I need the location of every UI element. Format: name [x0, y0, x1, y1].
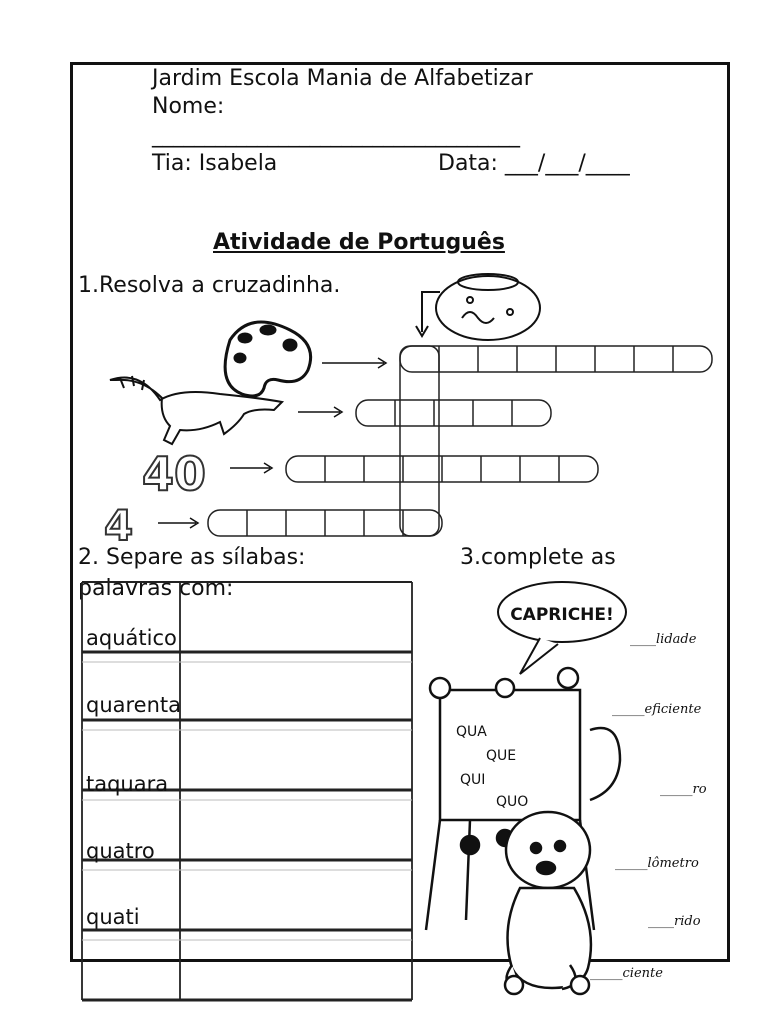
fill-word-6[interactable]: _____ciente: [590, 966, 663, 981]
speech-bubble: CAPRICHE!: [497, 581, 627, 675]
coati-icon: [109, 375, 285, 446]
crossword-grid[interactable]: [207, 345, 713, 537]
word-taquara: taquara: [86, 772, 169, 796]
crossword-column[interactable]: [399, 345, 440, 537]
svg-text:QUO: QUO: [496, 794, 528, 810]
svg-text:40: 40: [142, 447, 206, 501]
fishbowl-icon: [415, 273, 541, 341]
svg-text:4: 4: [104, 501, 133, 550]
q3-instruction: 3.complete as: [460, 545, 616, 570]
crossword-row-2[interactable]: [355, 399, 552, 427]
dog-character-icon: [503, 726, 622, 996]
fill-word-5[interactable]: ____rido: [648, 914, 701, 929]
svg-text:QUI: QUI: [460, 772, 485, 788]
fill-word-1[interactable]: ____lidade: [630, 632, 697, 647]
paint-palette-icon: [223, 320, 313, 398]
fill-word-2[interactable]: _____eficiente: [612, 702, 702, 717]
svg-text:QUA: QUA: [456, 724, 487, 740]
fill-word-4[interactable]: _____lômetro: [615, 856, 699, 871]
svg-text:CAPRICHE!: CAPRICHE!: [510, 605, 614, 625]
name-line[interactable]: ___________________________________: [152, 123, 520, 148]
chalkboard: QUA QUE QUI QUO: [424, 666, 596, 931]
teacher-label: Tia: Isabela: [152, 151, 278, 176]
svg-text:QUE: QUE: [486, 748, 516, 764]
word-quati: quati: [86, 905, 140, 929]
number-4-icon: 4: [103, 500, 134, 551]
q1-instruction: 1.Resolva a cruzadinha.: [78, 273, 341, 298]
q2-instruction-cont: palavras com:: [78, 576, 234, 601]
q2-instruction: 2. Separe as sílabas:: [78, 545, 306, 570]
page-title: Atividade de Português: [213, 230, 505, 255]
word-quarenta: quarenta: [86, 693, 182, 717]
fill-word-3[interactable]: _____ro: [660, 782, 707, 797]
number-40-icon: 40: [141, 446, 207, 502]
worksheet-border: [70, 62, 730, 962]
word-quatro: quatro: [86, 839, 155, 863]
word-aquatico: aquático: [86, 626, 177, 650]
date-field[interactable]: Data: ___/___/____: [438, 151, 630, 176]
school-name: Jardim Escola Mania de Alfabetizar: [152, 66, 533, 91]
name-label: Nome:: [152, 94, 225, 119]
